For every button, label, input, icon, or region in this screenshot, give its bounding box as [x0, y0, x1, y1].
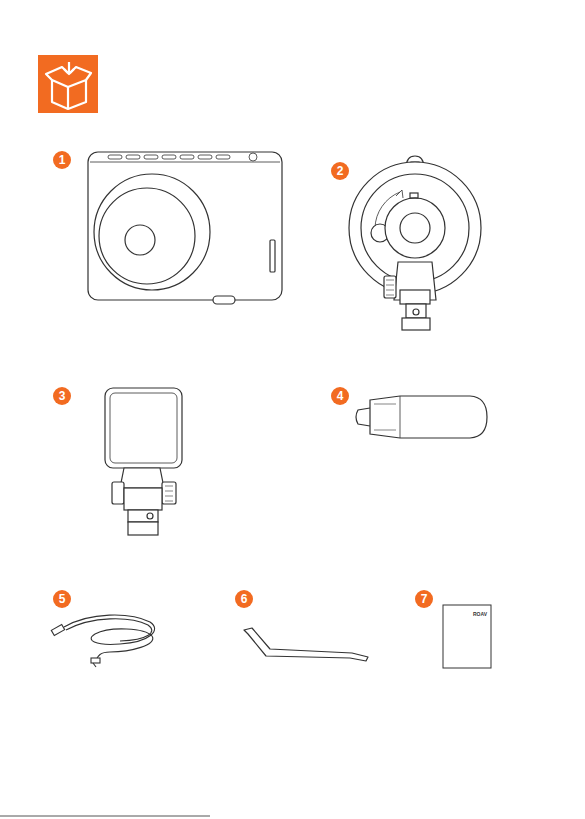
- usb-cable: [51, 615, 154, 667]
- pry-tool: [244, 628, 368, 661]
- adhesive-mount: [105, 388, 182, 535]
- callout-number: 7: [415, 590, 433, 608]
- brand-text: ROAV: [473, 611, 487, 617]
- user-manual: [443, 605, 491, 668]
- callout-number: 5: [53, 590, 71, 608]
- callout-number: 6: [235, 590, 253, 608]
- dash-cam: [88, 152, 282, 304]
- callout-number: 2: [331, 162, 349, 180]
- package-icon: [38, 55, 98, 113]
- callout-number: 3: [53, 387, 71, 405]
- callout-number: 1: [53, 151, 71, 169]
- page-edge-line: [0, 816, 210, 817]
- callout-number: 4: [331, 387, 349, 405]
- car-charger: [356, 396, 487, 438]
- suction-mount: [349, 156, 481, 330]
